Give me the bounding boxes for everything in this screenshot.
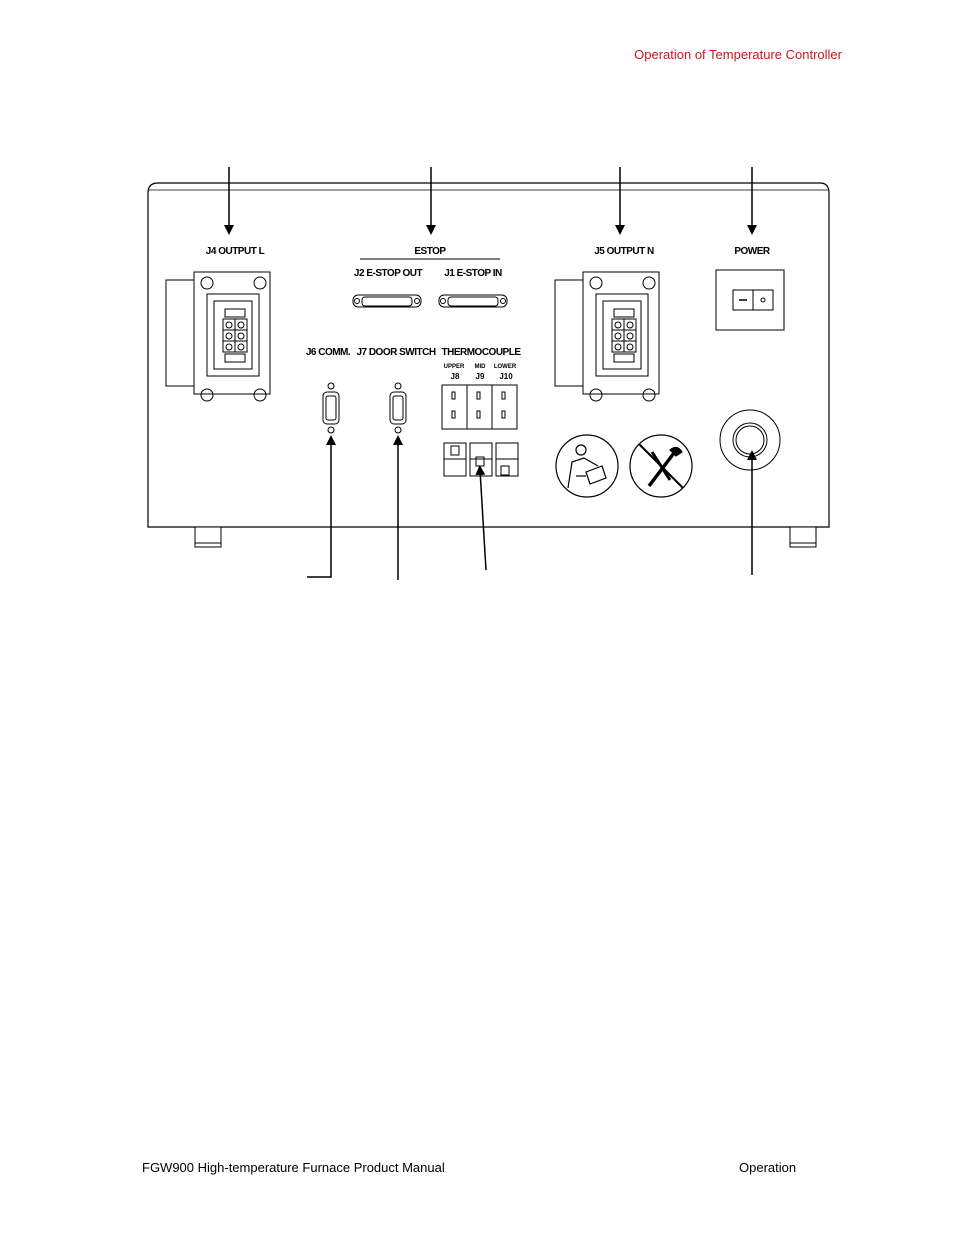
estop-label: ESTOP [414, 246, 446, 257]
thermocouple-jacks [441, 384, 518, 430]
read-manual-icon [555, 434, 619, 498]
j1-estop-in-connector [438, 294, 508, 308]
j7-door-switch-label: J7 DOOR SWITCH [356, 347, 435, 358]
chassis-feet [194, 526, 817, 548]
j2-estop-out-label: J2 E-STOP OUT [354, 268, 423, 279]
chassis-outline [147, 182, 830, 528]
footer-manual-title: FGW900 High-temperature Furnace Product … [142, 1160, 445, 1175]
j1-estop-in-label: J1 E-STOP IN [444, 268, 502, 279]
j10-label: J10 [499, 372, 513, 381]
thermocouple-label: THERMOCOUPLE [442, 347, 522, 358]
power-switch [715, 269, 785, 331]
j4-output-l-connector [165, 271, 271, 402]
j6-comm-label: J6 COMM. [306, 347, 351, 358]
j7-door-switch-connector [389, 382, 407, 434]
j5-output-n-connector [554, 271, 660, 402]
j2-estop-out-connector [352, 294, 422, 308]
fuse-knob [719, 409, 781, 471]
section-header: Operation of Temperature Controller [634, 47, 842, 62]
thermocouple-switches [443, 442, 519, 477]
callout-arrows-bottom [307, 435, 757, 580]
footer-chapter: Operation [739, 1160, 797, 1175]
j6-comm-connector [322, 382, 340, 434]
upper-label: UPPER [444, 364, 465, 370]
j4-output-l-label: J4 OUTPUT L [206, 246, 265, 257]
j8-label: J8 [451, 372, 460, 381]
j5-output-n-label: J5 OUTPUT N [594, 246, 654, 257]
mid-label: MID [475, 364, 487, 370]
j9-label: J9 [476, 372, 485, 381]
no-service-icon [629, 434, 693, 498]
power-label: POWER [734, 246, 771, 257]
callout-arrows-top [224, 167, 757, 235]
lower-label: LOWER [494, 364, 517, 370]
